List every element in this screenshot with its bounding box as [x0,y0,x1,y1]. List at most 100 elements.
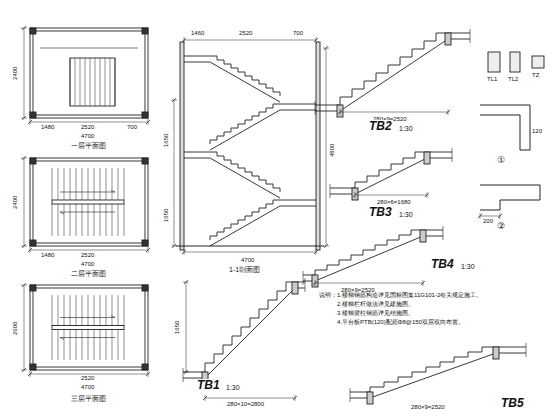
drawing-line [28,372,32,376]
stair-steps [355,152,427,188]
note-text: 说明：1.楼梯钢筋构造详见国标图集11G101-2有关规定施工。 [318,292,483,299]
drawing-line [111,316,115,318]
drawing-line [496,353,526,354]
dimension-text: 2400 [13,194,20,209]
dimension-text: 700 [126,124,138,131]
outline-rect [292,282,298,294]
dimension-text: 1:30 [460,263,476,271]
dimension-text: TZ [531,72,540,79]
drawing-line [314,38,318,42]
drawing-line [280,104,316,105]
drawing-line [24,28,25,118]
drawing-line [22,26,26,30]
outline-rect [33,288,145,367]
dimension-text: 120 [531,128,543,135]
drawing-line [118,204,119,236]
drawing-line [183,368,184,382]
outline-rect [420,230,426,242]
drawing-line [106,295,107,326]
drawing-line [146,120,150,124]
dimension-text: 280×9=2520 [410,404,446,411]
drawing-title: TB1 [196,379,221,392]
drawing-line [330,184,331,198]
dimension-text: 1650 [164,132,171,147]
outline-rect [30,285,148,370]
drawing-line [112,295,113,326]
dimension-text: ② [496,222,506,232]
drawing-line [355,158,427,194]
drawing-line [184,37,185,43]
drawing-line [52,168,53,200]
drawing-line [171,100,177,101]
drawing-line [22,244,26,248]
drawing-line [452,148,453,162]
drawing-line [28,248,32,252]
drawing-line [76,204,77,236]
outline-rect [142,364,148,370]
drawing-line [76,295,77,326]
drawing-line [184,280,188,284]
drawing-line [118,295,119,326]
dimension-text: 2520 [80,124,95,131]
drawing-line [315,111,340,112]
drawing-line [100,168,101,200]
drawing-line [112,204,113,236]
outline-rect [142,240,148,246]
dimension-text: 1460 [190,30,205,37]
dimension-text: 2520 [80,375,95,382]
drawing-line [22,116,26,120]
drawing-line [100,295,101,326]
outline-rect [510,52,520,72]
drawing-line [280,200,316,201]
note-text: 4.平台板PTB(120)配筋Φ8@150双层双向布置。 [336,319,465,326]
drawing-line [172,244,176,248]
drawing-line [100,330,101,361]
drawing-line [52,295,53,326]
drawing-line [338,110,342,114]
drawing-line [60,337,115,338]
outline-rect [180,42,184,250]
drawing-line [95,58,96,106]
drawing-line [498,214,502,218]
note-text: 2.楼梯栏杆做法详见建施图。 [336,301,415,308]
outline-rect [52,326,124,330]
drawing-line [22,156,26,160]
drawing-line [148,247,149,253]
dimension-text: 280×6=1680 [376,199,412,206]
outline-rect [33,31,145,115]
drawing-line [80,58,81,106]
drawing-line [21,158,27,159]
outline-rect [33,161,145,243]
stair-steps [210,152,280,192]
outline-rect [352,188,358,200]
drawing-title: TB2 [368,120,393,133]
drawing-line [70,330,71,361]
drawing-line [205,398,295,399]
drawing-line [60,212,115,213]
outline-rect [142,158,148,164]
drawing-line [526,343,527,357]
drawing-line [315,236,423,281]
drawing-line [370,353,496,398]
drawing-line [313,281,317,285]
drawing-line [82,330,83,361]
drawing-line [24,285,25,370]
drawing-line [94,204,95,236]
drawing-line [443,226,444,240]
drawing-line [470,29,471,43]
outline-rect [142,112,148,118]
dimension-text: ① [496,156,506,166]
drawing-line [148,371,149,377]
dimension-text: 1650 [175,319,182,334]
detail-1-outline [480,105,530,150]
drawing-line [446,110,450,114]
dimension-text: 280×10=2800 [226,401,265,408]
drawing-line [280,206,316,207]
drawing-line [118,168,119,200]
drawing-line [480,216,500,217]
dimension-text: 4700 [240,257,255,264]
drawing-line [124,330,125,361]
dimension-text: 1480 [40,124,55,131]
outline-rect [337,105,343,117]
